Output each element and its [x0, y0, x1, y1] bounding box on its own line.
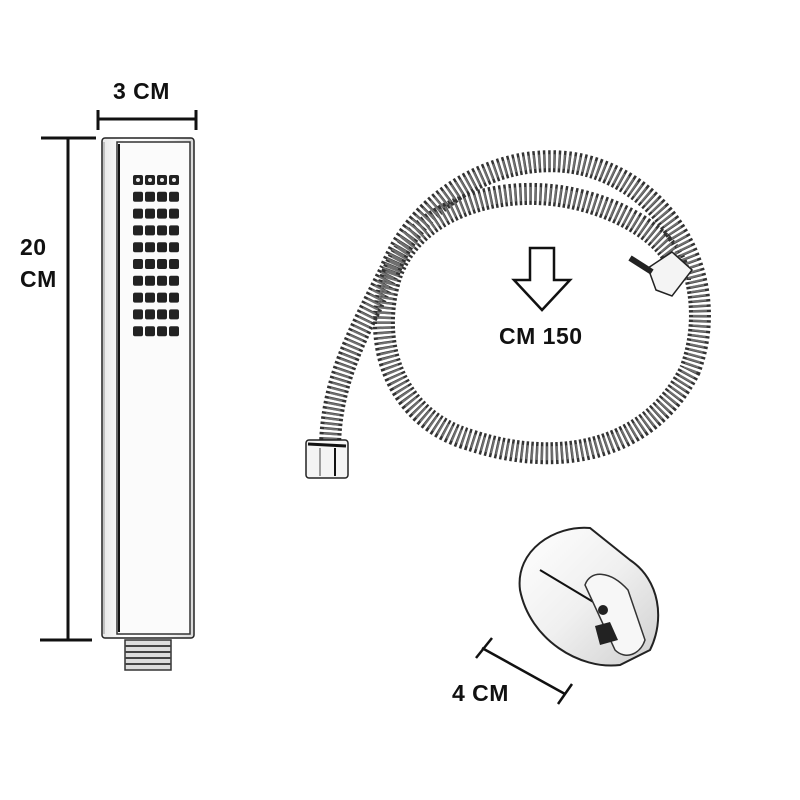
- hose-end-fitting-left: [305, 439, 349, 479]
- shower-height-label-number: 20: [20, 234, 47, 260]
- holder-width-label: 4 CM: [452, 680, 509, 706]
- shower-width-label: 3 CM: [113, 78, 170, 104]
- shower-height-label-unit: CM: [20, 266, 57, 292]
- shower-holder: [518, 526, 660, 667]
- hand-shower: [101, 137, 195, 671]
- shower-hose: [319, 150, 711, 465]
- thread-connector: [124, 639, 172, 671]
- height-dimension-20cm: [40, 136, 96, 642]
- width-dimension-4cm: [475, 637, 574, 705]
- hose-end-fitting-right: [628, 251, 694, 297]
- width-dimension-3cm: [96, 110, 198, 130]
- down-arrow-icon: [511, 246, 573, 312]
- hose-length-label: CM 150: [499, 323, 583, 349]
